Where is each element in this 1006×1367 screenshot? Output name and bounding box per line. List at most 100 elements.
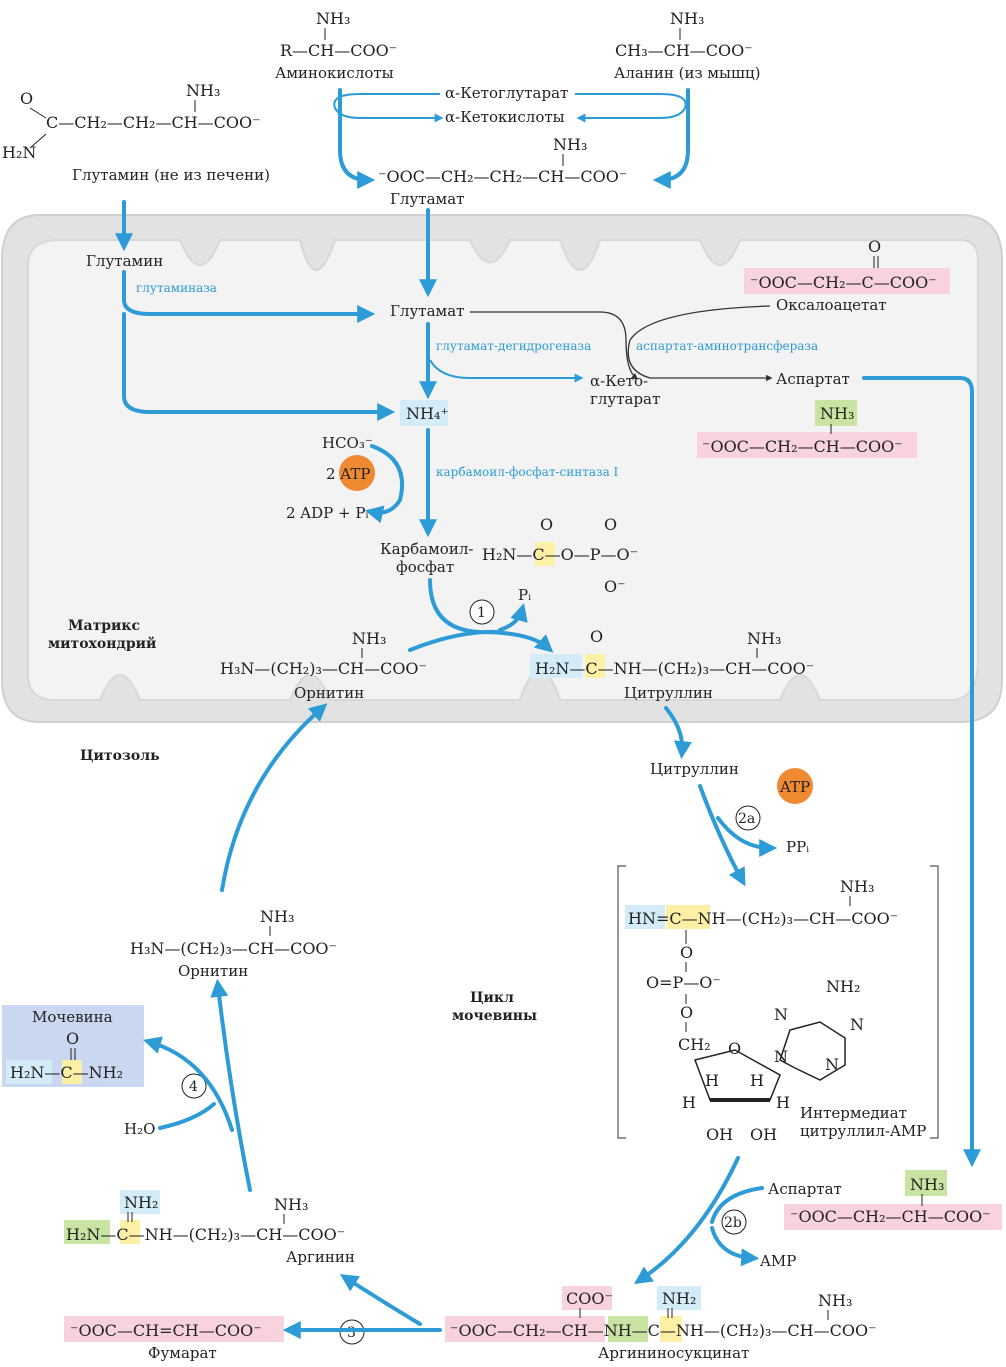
argininosuccinate-c-highlight (660, 1316, 682, 1342)
citrulline-mito-nh3: NH₃ (747, 629, 781, 648)
atp-1-label: 2 ATP (326, 465, 370, 483)
argininosuccinate-nh2-highlight (657, 1286, 701, 1310)
argininosuccinate-nh2: NH₂ (662, 1289, 696, 1308)
amino-acid-formula: R—CH—COO⁻ (280, 41, 397, 60)
arrow-amino-to-glutamate (338, 88, 376, 189)
arginine-nh2-highlight (120, 1190, 160, 1214)
glutamine-mito-label: Глутамин (86, 252, 163, 270)
aspartate-cyto-nh3-highlight (905, 1170, 947, 1196)
arginine-left-highlight (64, 1220, 110, 1244)
arrow-ketoglutarate-loop-left (333, 93, 444, 123)
fumarate-formula: ⁻OOC—CH=CH—COO⁻ (70, 1321, 262, 1340)
step-4-circle (181, 1073, 207, 1099)
urea-formula: H₂N—C—NH₂ (10, 1063, 123, 1082)
pi-label: Pᵢ (518, 586, 531, 604)
carbamoyl-phosphate-synthase-label: карбамоил-фосфат-синтаза I (436, 465, 619, 479)
arginine-c-highlight (120, 1220, 140, 1244)
glutamine-h2n: H₂N (2, 143, 36, 162)
urea-label: Мочевина (32, 1008, 113, 1026)
matrix-label-2: митохондрий (48, 635, 156, 652)
ornithine-cyto-label: Орнитин (178, 962, 248, 980)
arrow-atp-consumption (364, 444, 405, 524)
argininosuccinate-highlight (445, 1316, 605, 1342)
step-2a-circle (735, 805, 761, 831)
aspartate-aminotransferase-label: аспартат-аминотрансфераза (636, 339, 818, 353)
intermediate-c-highlight (666, 905, 710, 929)
aspartate-cyto-highlight (784, 1204, 1002, 1230)
citrulline-mito-label: Цитруллин (624, 684, 713, 702)
urea-c-highlight (62, 1060, 82, 1084)
step-2b-circle (721, 1209, 747, 1235)
argininosuccinate-nh3: NH₃ (818, 1291, 852, 1310)
aspartate-mito-highlight (697, 432, 917, 458)
argininosuccinate-label: Аргининосукцинат (598, 1344, 749, 1362)
fumarate-highlight (64, 1316, 284, 1342)
arginine-formula: H₂N—C—NH—(CH₂)₃—CH—COO⁻ (66, 1225, 345, 1244)
intermediate-o-2: O (680, 1003, 693, 1022)
adenine-n-1: N (774, 1005, 788, 1024)
argininosuccinate-coo-highlight (562, 1286, 612, 1310)
glutamine-o: O (20, 89, 33, 108)
step-1-circle (469, 599, 495, 625)
water-label: H₂O (124, 1120, 155, 1138)
ppi-label: PPᵢ (786, 838, 809, 856)
glutamate-mito-label: Глутамат (390, 302, 464, 320)
amino-acids-label: Аминокислоты (275, 64, 394, 82)
arginine-nh3: NH₃ (274, 1195, 308, 1214)
alanine-nh3: NH₃ (670, 9, 704, 28)
intermediate-label-2: цитруллил-AMP (800, 1122, 926, 1140)
cytosol-label: Цитозоль (80, 748, 160, 764)
amino-acid-nh3: NH₃ (316, 9, 350, 28)
adenine-nh2: NH₂ (826, 977, 860, 996)
alpha-keto-glutarate-mito-1: α-Кето- (590, 372, 648, 390)
aspartate-cyto-nh3: NH₃ (910, 1175, 944, 1194)
arrow-amp-release (710, 1226, 760, 1267)
oxaloacetate-formula: ⁻OOC—CH₂—C—COO⁻ (750, 273, 937, 292)
arrow-ketoglutarate-loop-right (575, 93, 687, 123)
arrow-urea-release (143, 1036, 234, 1132)
step-3: 3 (347, 1325, 356, 1341)
arrow-intermediate-to-argininosuccinate (634, 1156, 740, 1284)
ribose-h-2: H (750, 1071, 764, 1090)
adenine-n-3: N (825, 1055, 839, 1074)
amp-label: AMP (759, 1252, 796, 1270)
carbamoyl-phosphate-label-2: фосфат (396, 558, 454, 576)
ornithine-mito-label: Орнитин (294, 684, 364, 702)
ribose-oh-2: OH (750, 1125, 777, 1144)
cycle-label: Цикл (470, 990, 514, 1006)
arrow-aspartate-export (862, 376, 981, 1168)
aspartate-mito-nh3: NH₃ (820, 404, 854, 423)
step-4: 4 (189, 1079, 198, 1095)
step-2b: 2b (724, 1215, 742, 1231)
intermediate-nh3: NH₃ (840, 877, 874, 896)
glutaminase-label: глутаминаза (136, 281, 217, 295)
alanine-formula: CH₃—CH—COO⁻ (615, 41, 753, 60)
alpha-ketoglutarate-label: α-Кетоглутарат (445, 84, 568, 102)
arrow-glutamine-to-ammonium (122, 312, 396, 421)
ribose-h-1: H (705, 1071, 719, 1090)
glutamate-dehydrogenase-label: глутамат-дегидрогеназа (436, 339, 591, 353)
glutamate-top-nh3: NH₃ (553, 135, 587, 154)
ornithine-mito-nh3: NH₃ (352, 629, 386, 648)
atp-2-label: ATP (779, 778, 810, 796)
urea-o: O (66, 1029, 79, 1048)
arrow-water-in (158, 1102, 216, 1130)
citrulline-o: O (590, 627, 603, 646)
citrulline-mito-formula: H₂N—C—NH—(CH₂)₃—CH—COO⁻ (535, 659, 814, 678)
arginine-label: Аргинин (286, 1248, 355, 1266)
argininosuccinate-formula: ⁻OOC—CH₂—CH—NH—C—NH—(CH₂)₃—CH—COO⁻ (450, 1321, 877, 1340)
ornithine-mito-formula: H₃N—(CH₂)₃—CH—COO⁻ (220, 659, 427, 678)
urea-left-nh2-highlight (6, 1060, 52, 1084)
bicarbonate-label: HCO₃⁻ (322, 434, 373, 452)
oxaloacetate-label: Оксалоацетат (776, 296, 887, 314)
aspartate-mito-nh3-highlight (815, 400, 857, 426)
arrow-arginine-to-ornithine (210, 978, 252, 1192)
alpha-keto-glutarate-mito-2: глутарат (590, 390, 660, 408)
intermediate-label-1: Интермедиат (800, 1104, 907, 1122)
intermediate-bracket-left (617, 865, 626, 1139)
arrow-citrulline-out (664, 706, 692, 760)
arrow-argininosuccinate-to-arginine (339, 1274, 422, 1326)
arrow-oxaloacetate-to-aspartate (627, 305, 773, 382)
ammonium-highlight (400, 400, 448, 426)
